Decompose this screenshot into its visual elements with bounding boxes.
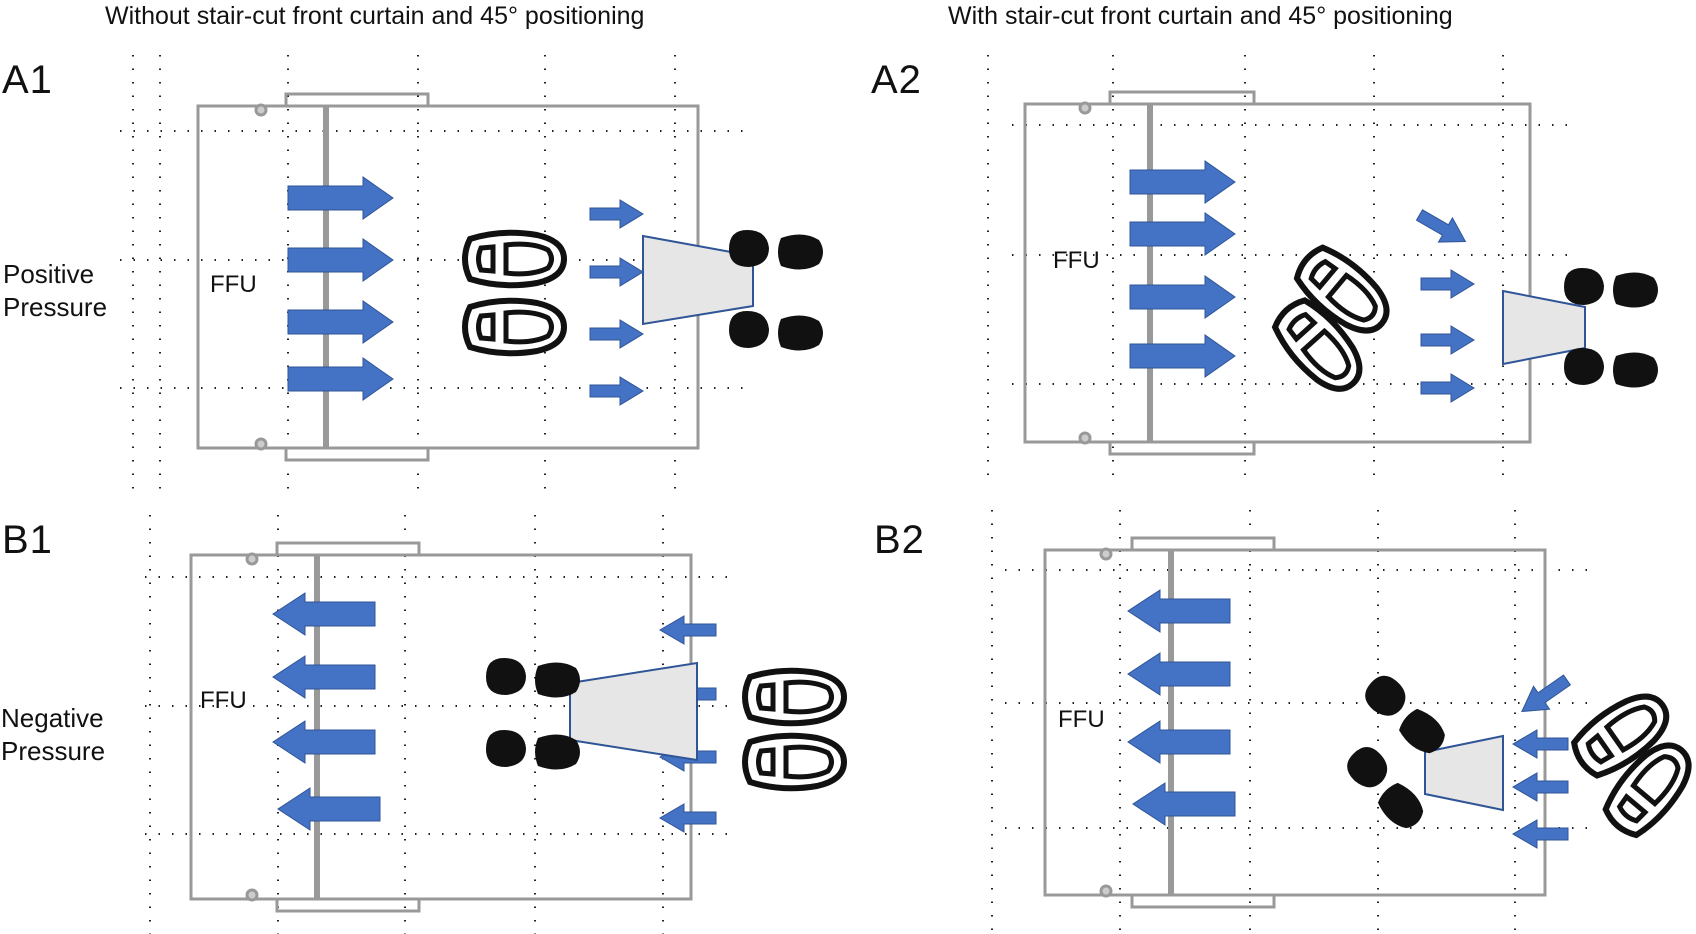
- biosafety-cabinet-b2: [1043, 536, 1547, 909]
- panel-a1: FFU: [120, 55, 823, 490]
- panel-a2: FFU: [987, 55, 1658, 480]
- worker-shoe-right-b2: [1338, 740, 1434, 835]
- operator-shoe-left-b1: [745, 671, 844, 724]
- front-curtain-a1: [642, 234, 754, 326]
- worker-shoe-left-a1: [729, 230, 823, 270]
- biosafety-cabinet-a2: [1023, 90, 1532, 456]
- airflow-arrows-a2: [1129, 160, 1475, 403]
- operator-shoe-right-b1: [745, 736, 844, 789]
- worker-shoe-left-a2: [1564, 268, 1658, 308]
- grid-lines-b2: [991, 510, 1590, 934]
- operator-shoe-left-a1: [465, 233, 564, 286]
- operator-shoe-right-a1: [465, 301, 564, 354]
- row-label-positive-line1: Positive: [3, 259, 95, 289]
- row-label-positive: Positive Pressure: [3, 258, 107, 324]
- panel-label-b2: B2: [874, 518, 925, 562]
- ffu-label-b2: FFU: [1058, 706, 1105, 733]
- worker-shoe-right-b1: [486, 730, 580, 770]
- row-label-negative: Negative Pressure: [1, 702, 105, 768]
- ffu-label-b1: FFU: [200, 687, 247, 714]
- worker-shoe-left-b2: [1356, 669, 1455, 761]
- front-curtain-b2: [1424, 734, 1504, 812]
- panel-label-a1: A1: [2, 58, 53, 102]
- panel-b1: FFU: [145, 515, 844, 934]
- worker-shoe-right-a2: [1564, 348, 1658, 388]
- airflow-arrows-a1: [287, 176, 644, 406]
- panel-b2: FFU: [991, 510, 1696, 934]
- panel-label-b1: B1: [2, 518, 53, 562]
- left-column-title: Without stair-cut front curtain and 45° …: [105, 2, 645, 30]
- front-curtain-b1: [569, 661, 698, 762]
- worker-shoe-right-a1: [729, 311, 823, 351]
- worker-shoe-left-b1: [486, 658, 580, 698]
- row-label-positive-line2: Pressure: [3, 292, 108, 322]
- ffu-label-a2: FFU: [1053, 247, 1100, 274]
- row-label-negative-line2: Pressure: [1, 736, 106, 766]
- panel-label-a2: A2: [871, 58, 922, 102]
- airflow-arrows-b2: [1127, 589, 1572, 849]
- ffu-label-a1: FFU: [210, 271, 257, 298]
- front-curtain-a2: [1502, 289, 1586, 366]
- row-label-negative-line1: Negative: [1, 703, 104, 733]
- right-column-title: With stair-cut front curtain and 45° pos…: [948, 2, 1453, 30]
